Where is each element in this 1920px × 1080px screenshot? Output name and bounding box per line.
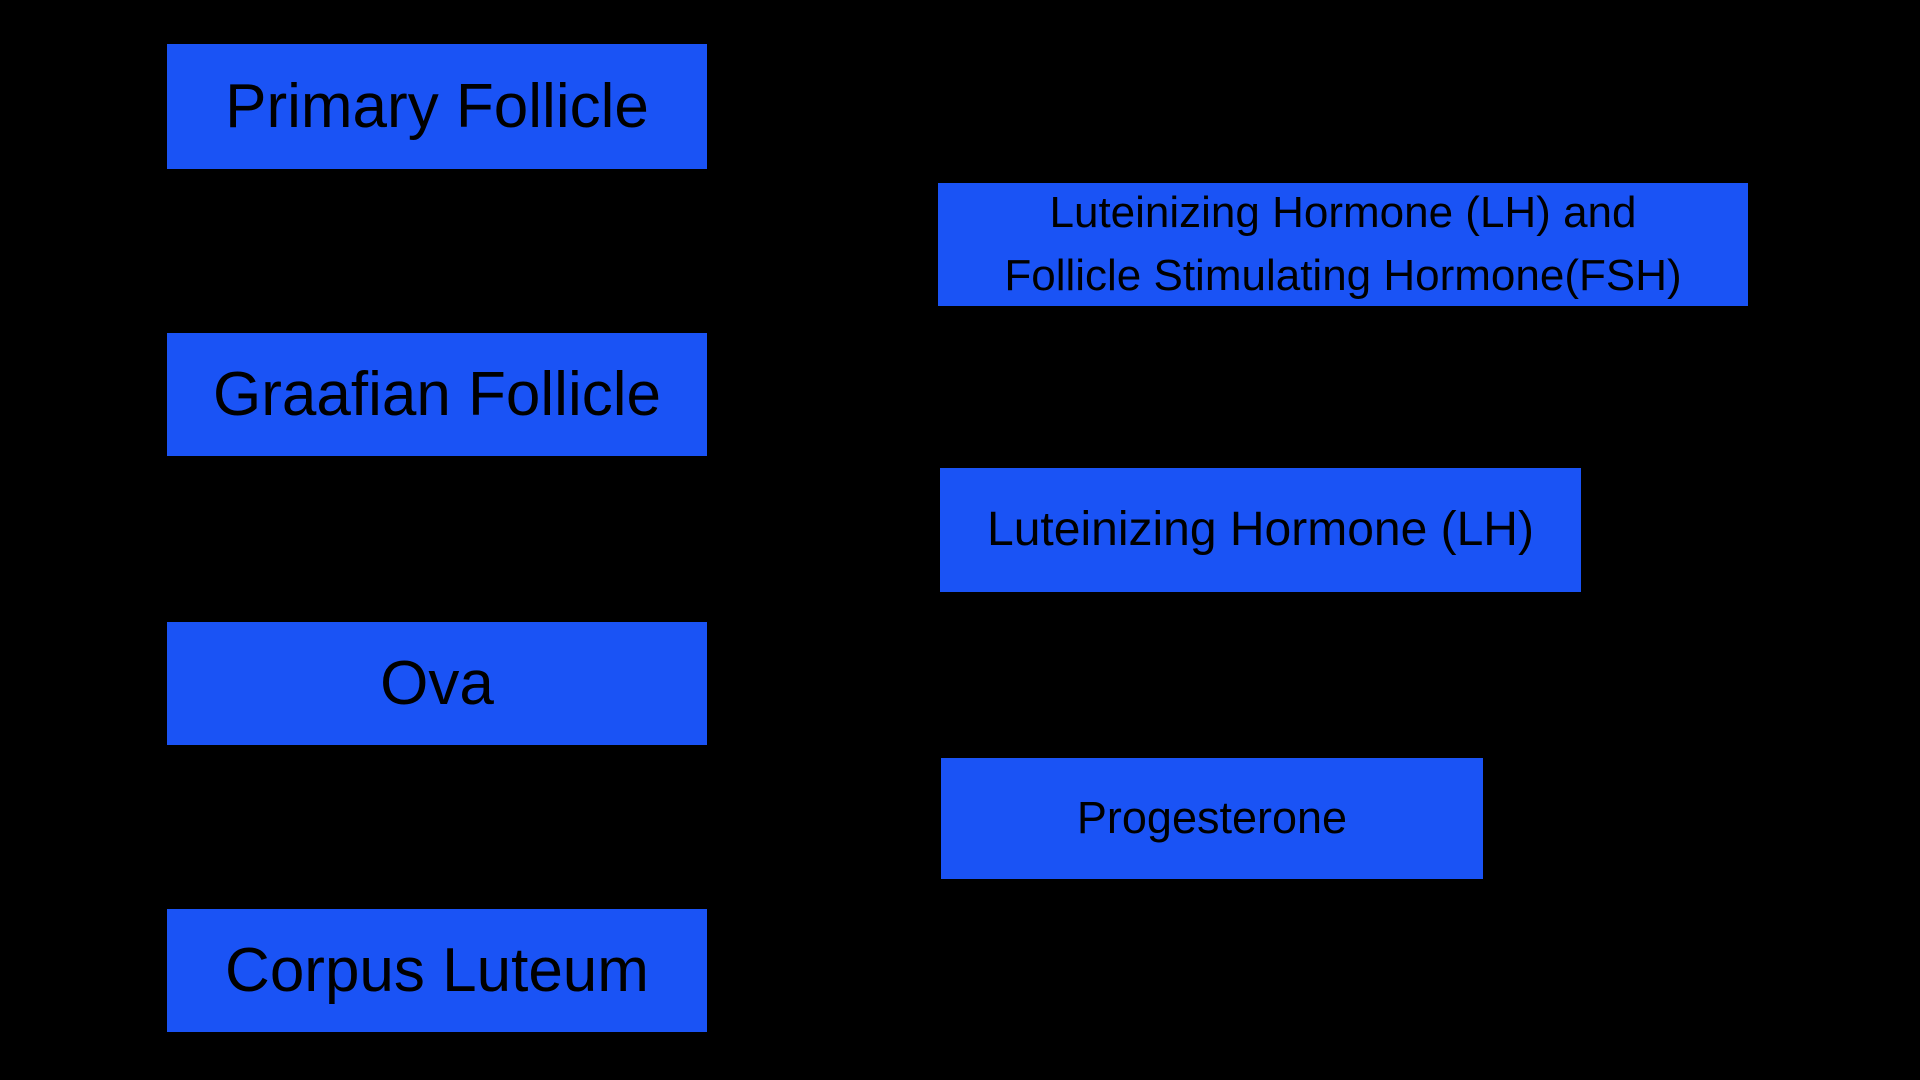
node-primary-follicle: Primary Follicle <box>167 44 707 169</box>
node-lh-and-fsh-label-line2: Follicle Stimulating Hormone(FSH) <box>1004 250 1682 300</box>
node-corpus-luteum: Corpus Luteum <box>167 909 707 1032</box>
node-progesterone: Progesterone <box>941 758 1483 879</box>
node-corpus-luteum-label: Corpus Luteum <box>225 935 649 1005</box>
node-graafian-follicle: Graafian Follicle <box>167 333 707 456</box>
node-lh-and-fsh-label-line1: Luteinizing Hormone (LH) and <box>1049 188 1637 238</box>
node-ova-label: Ova <box>380 648 494 718</box>
node-luteinizing-hormone: Luteinizing Hormone (LH) <box>940 468 1581 592</box>
node-graafian-follicle-label: Graafian Follicle <box>213 359 661 429</box>
node-primary-follicle-label: Primary Follicle <box>225 71 649 141</box>
node-lh-and-fsh: Luteinizing Hormone (LH) and Follicle St… <box>938 183 1748 306</box>
node-ova: Ova <box>167 622 707 745</box>
node-progesterone-label: Progesterone <box>1076 792 1348 844</box>
node-luteinizing-hormone-label: Luteinizing Hormone (LH) <box>987 503 1534 556</box>
